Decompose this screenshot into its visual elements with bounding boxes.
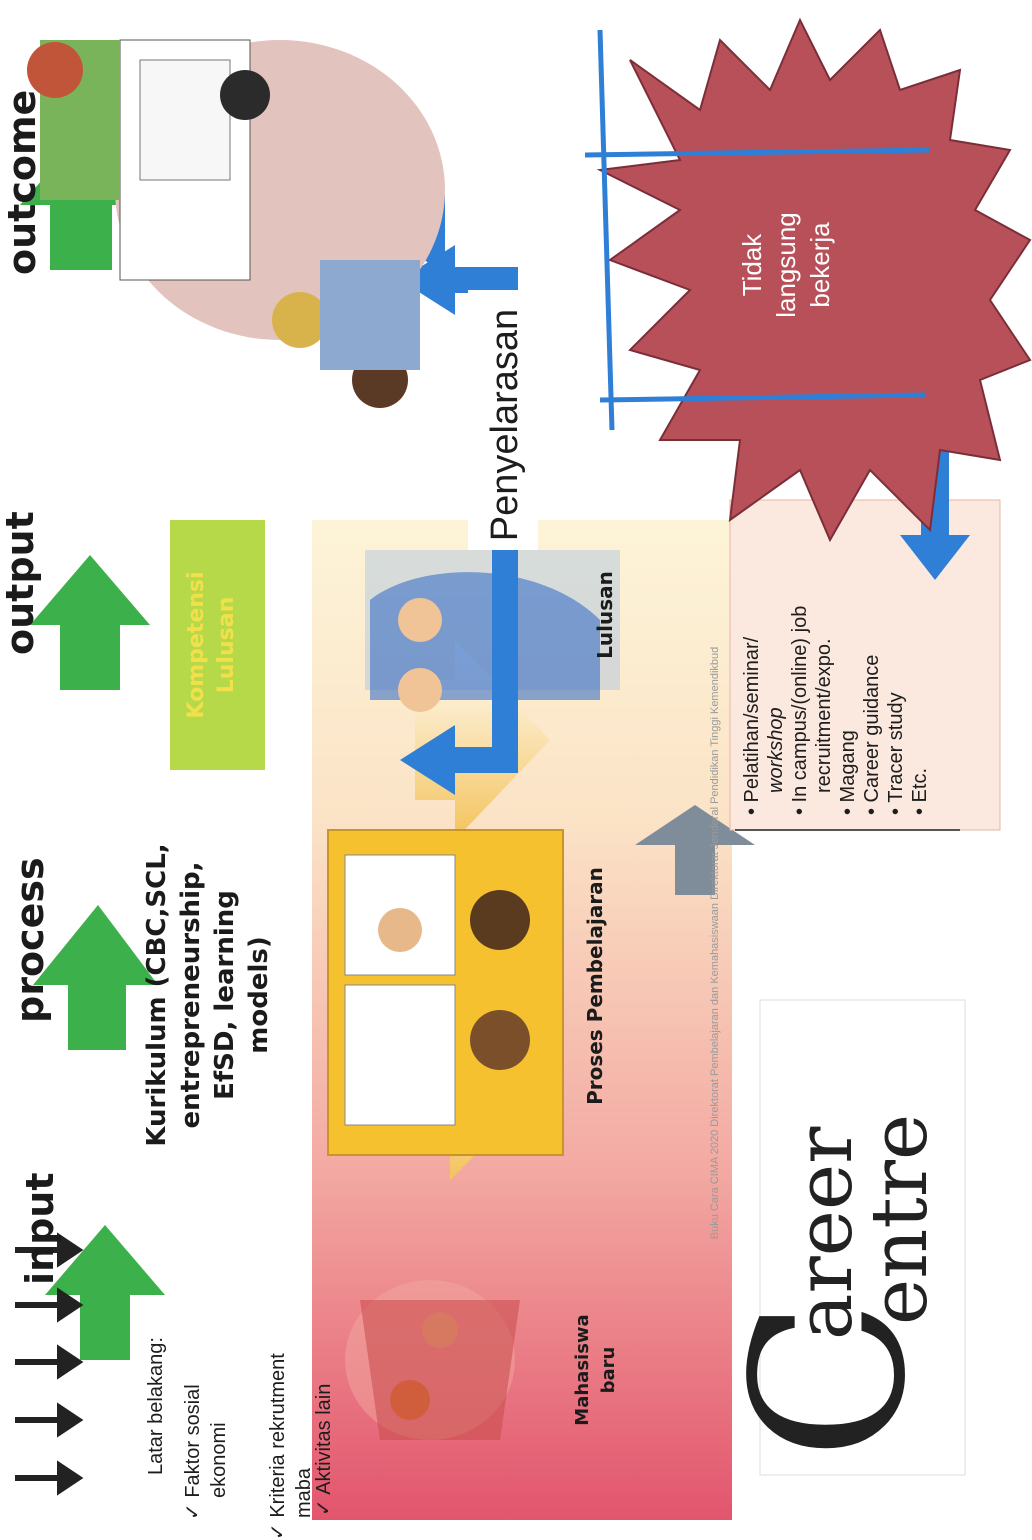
not-working-label: Tidak langsung bekerja bbox=[735, 180, 845, 350]
services-item-1: • Pelatihan/seminar/ bbox=[741, 636, 763, 815]
new-students-line-1: Mahasiswa bbox=[572, 1314, 593, 1426]
graduates-label: Lulusan bbox=[593, 571, 617, 659]
new-students-illustration bbox=[345, 1280, 520, 1440]
stage-title-output: output bbox=[0, 511, 42, 655]
curriculum-line-4: models) bbox=[244, 936, 274, 1054]
background-item-1-line-1: Faktor sosial bbox=[182, 1384, 204, 1498]
not-working-line-3: bekerja bbox=[805, 222, 835, 308]
services-item-2: • In campus/(online) job bbox=[789, 605, 811, 815]
services-item-1-cont: workshop bbox=[765, 707, 787, 793]
check-icon: ✓ bbox=[267, 1523, 289, 1540]
stage-arrow-process bbox=[33, 905, 158, 1050]
background-item-2-line-1: Kriteria rekrutment bbox=[267, 1353, 289, 1518]
services-item-6: • Etc. bbox=[909, 767, 931, 815]
stage-title-process: process bbox=[8, 857, 52, 1023]
services-list: • Pelatihan/seminar/ workshop • In campu… bbox=[740, 515, 990, 815]
meeting-illustration bbox=[27, 39, 445, 408]
stage-title-outcome: outcome bbox=[0, 89, 44, 275]
stage-arrow-input bbox=[45, 1225, 165, 1360]
background-item-1: ✓ Faktor sosial ekonomi bbox=[180, 1300, 240, 1520]
services-item-3: • Magang bbox=[837, 730, 859, 815]
services-item-5: • Tracer study bbox=[885, 692, 907, 815]
competence-line-1: Kompetensi bbox=[184, 571, 209, 719]
competence-box bbox=[170, 520, 265, 770]
new-students-line-2: baru bbox=[598, 1346, 619, 1394]
check-icon: ✓ bbox=[182, 1503, 204, 1520]
career-centre-logo-line-1: areer bbox=[780, 1126, 870, 1340]
services-box bbox=[729, 499, 1001, 831]
not-working-line-1: Tidak bbox=[737, 233, 767, 297]
curriculum-text: Kurikulum (CBC,SCL, entrepreneurship, Ef… bbox=[140, 805, 290, 1185]
competence-label: Kompetensi Lulusan bbox=[182, 520, 252, 770]
new-students-label: Mahasiswa baru bbox=[570, 1310, 640, 1430]
services-item-4: • Career guidance bbox=[861, 654, 883, 815]
arrow-head-top bbox=[400, 245, 455, 315]
curriculum-line-1: Kurikulum (CBC,SCL, bbox=[142, 843, 172, 1147]
career-centre-box bbox=[759, 999, 966, 1476]
stage-arrow-output bbox=[30, 555, 150, 690]
background-item-3: ✓ Aktivitas lain bbox=[309, 1296, 341, 1516]
curriculum-line-3: EfSD, learning bbox=[210, 890, 240, 1100]
career-centre-arrow bbox=[635, 805, 755, 895]
footer-credit: Buku Cara CIMA 2020 Direktorat Pembelaja… bbox=[709, 646, 721, 1240]
outcome-divider bbox=[584, 29, 931, 431]
background-item-3-line-1: Aktivitas lain bbox=[313, 1383, 335, 1495]
stage-title-input: input bbox=[18, 1172, 62, 1286]
career-centre-logo-line-2: entre bbox=[855, 1113, 945, 1325]
learning-image-1 bbox=[344, 984, 456, 1126]
competence-line-2: Lulusan bbox=[214, 596, 239, 694]
career-centre-logo: C areer entre bbox=[707, 1000, 965, 1460]
not-working-line-2: langsung bbox=[771, 212, 801, 318]
curriculum-line-2: entrepreneurship, bbox=[176, 861, 206, 1129]
background-title: Latar belakang: bbox=[145, 1337, 167, 1475]
alignment-label-box bbox=[468, 290, 538, 550]
alignment-label: Penyelarasan bbox=[484, 308, 526, 542]
background-arrows bbox=[15, 1232, 84, 1496]
learning-process-label: Proses Pembelajaran bbox=[583, 867, 607, 1105]
background-item-1-line-2: ekonomi bbox=[208, 1422, 230, 1498]
stage-arrow-outcome bbox=[20, 135, 142, 270]
check-icon: ✓ bbox=[313, 1499, 335, 1516]
arrow-head-bottom bbox=[400, 725, 455, 795]
services-item-2-cont: recruitment/expo. bbox=[813, 638, 835, 793]
